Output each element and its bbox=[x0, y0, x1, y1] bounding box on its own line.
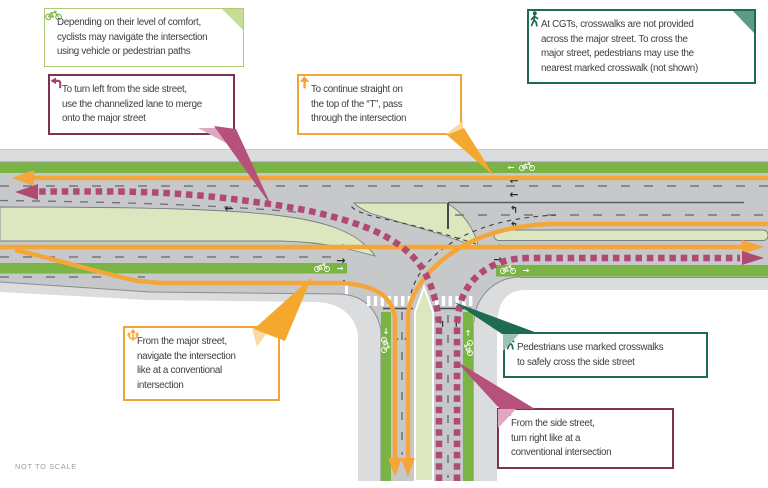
callout-straight: To continue straight on the top of the “… bbox=[297, 74, 462, 135]
callout-text: using vehicle or pedestrian paths bbox=[57, 46, 191, 57]
callout-text: To turn left from the side street, bbox=[62, 84, 187, 95]
turn-guide-line bbox=[409, 214, 557, 301]
callout-text: intersection bbox=[137, 379, 184, 391]
lane-markings bbox=[0, 185, 768, 478]
callout-text: nearest marked crosswalk (not shown) bbox=[541, 62, 698, 74]
sidewalks bbox=[0, 149, 768, 481]
callout-text: conventional intersection bbox=[511, 447, 612, 458]
westbound-bike-lane bbox=[0, 162, 768, 173]
side-street-median-island bbox=[414, 284, 434, 482]
callout-text: Depending on their level of comfort, bbox=[57, 17, 201, 28]
bike-dir-arrow-icon: → bbox=[337, 264, 344, 273]
channelization-buffer-east bbox=[493, 229, 768, 241]
callout-text: across the major street. To cross the bbox=[541, 33, 688, 45]
eastbound-bike-lane-west bbox=[0, 263, 347, 274]
channelized-merge-arrow-icon: ← bbox=[224, 202, 233, 215]
corner-fold bbox=[222, 9, 243, 30]
callout-text: use the channelized lane to merge bbox=[62, 98, 202, 110]
callout-text: From the major street, bbox=[137, 336, 227, 347]
eastbound-right-turn-path bbox=[14, 247, 398, 460]
vehicle-path-arrowheads bbox=[12, 170, 764, 477]
north-sidewalk bbox=[0, 149, 768, 162]
callout-turn-left: To turn left from the side street, use t… bbox=[48, 74, 235, 135]
callout-text: Pedestrians use marked crosswalks bbox=[517, 342, 664, 353]
callout-text: At CGTs, crosswalks are not provided bbox=[541, 19, 694, 30]
side-street-left-turn-path bbox=[38, 188, 443, 481]
bike-dir-arrow-icon: → bbox=[523, 266, 530, 275]
callout-text: major street, pedestrians may use the bbox=[541, 48, 694, 59]
callout-text: From the side street, bbox=[511, 418, 595, 429]
callout-major-street: From the major street, navigate the inte… bbox=[123, 326, 280, 401]
eb-lane-arrow-icon: → bbox=[336, 254, 345, 267]
wb-lane-arrow-icon: ← bbox=[509, 188, 518, 201]
callout-text: turn right like at a bbox=[511, 432, 581, 444]
southeast-sidewalk bbox=[474, 277, 768, 481]
vehicle-paths bbox=[0, 175, 768, 460]
bike-dir-arrow-icon: ↑ bbox=[465, 329, 472, 338]
callout-text: like at a conventional bbox=[137, 365, 222, 376]
not-to-scale-label: NOT TO SCALE bbox=[15, 462, 77, 471]
callout-text: to safely cross the side street bbox=[517, 356, 635, 368]
eb-merge-arrow-icon: ↰ bbox=[510, 205, 518, 216]
westbound-left-turn-path bbox=[405, 221, 768, 460]
callout-text: through the intersection bbox=[311, 113, 407, 124]
callout-text: onto the major street bbox=[62, 113, 146, 124]
callout-text: To continue straight on bbox=[311, 84, 403, 95]
bike-dir-arrow-icon: ← bbox=[508, 163, 515, 172]
eb-lane-arrow-icon: → bbox=[493, 253, 502, 266]
side-street-bike-lane-west bbox=[381, 312, 391, 481]
bike-dir-arrow-icon: ↓ bbox=[383, 327, 390, 336]
corner-fold bbox=[733, 11, 754, 33]
callout-text: the top of the “T”, pass bbox=[311, 98, 403, 110]
side-street-path-arrowheads bbox=[15, 184, 764, 265]
callout-text: cyclists may navigate the intersection bbox=[57, 31, 208, 43]
callout-text: navigate the intersection bbox=[137, 350, 236, 362]
merge-lane-line bbox=[0, 199, 301, 214]
callout-cyclist: Depending on their level of comfort, cyc… bbox=[44, 8, 244, 67]
wb-lane-arrow-icon: ← bbox=[509, 174, 518, 187]
nb-left-turn-arrow-icon: ↰ bbox=[437, 319, 445, 330]
callout-pedestrian-side-street: Pedestrians use marked crosswalks to saf… bbox=[503, 332, 708, 378]
southwest-sidewalk bbox=[0, 282, 381, 481]
callout-turn-right: From the side street, turn right like at… bbox=[497, 408, 674, 469]
eastbound-bike-lane-east bbox=[496, 265, 768, 277]
callout-pedestrian-major-street: At CGTs, crosswalks are not provided acr… bbox=[527, 9, 756, 84]
channelized-guide-line bbox=[350, 205, 477, 245]
